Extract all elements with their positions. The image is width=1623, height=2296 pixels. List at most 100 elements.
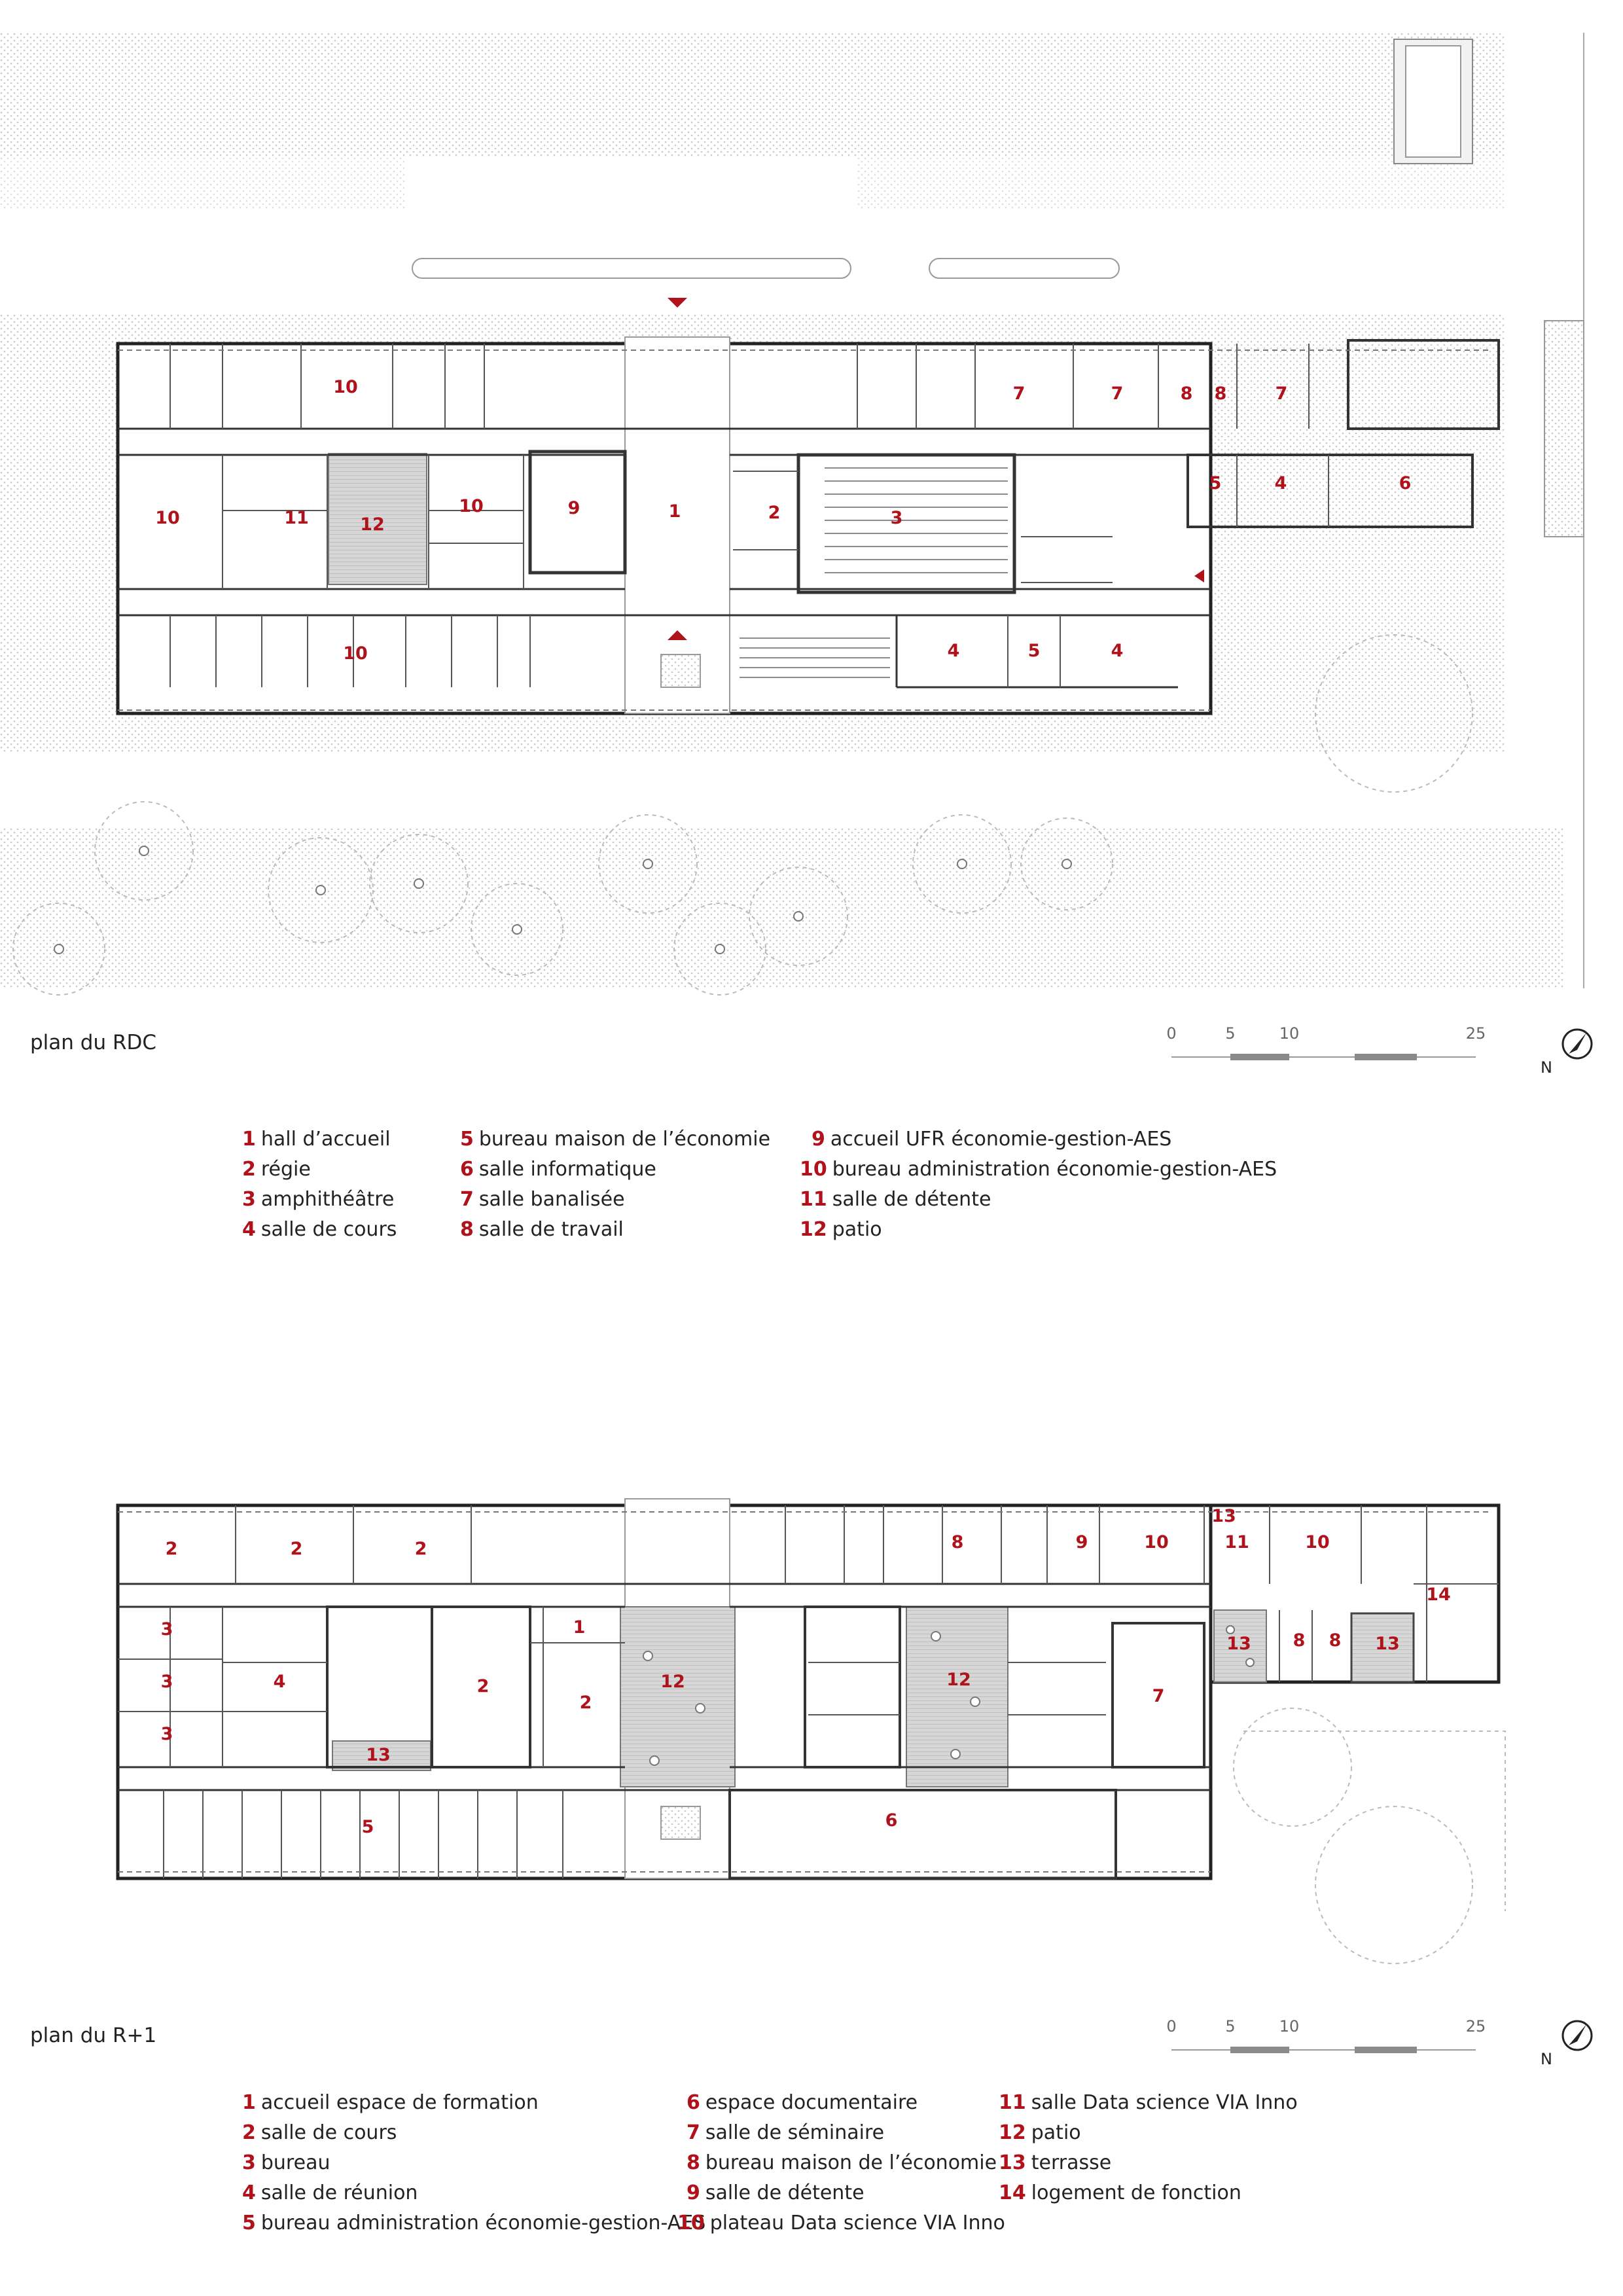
room-label: 8: [1215, 384, 1227, 404]
scale-tick: 0: [1166, 1024, 1177, 1043]
scale-tick: 10: [1279, 1024, 1300, 1043]
room-label: 2: [166, 1539, 178, 1559]
room-label: 3: [161, 1724, 173, 1744]
room-label: 10: [1144, 1532, 1169, 1552]
room-label: 2: [580, 1693, 592, 1713]
room-label: 5: [362, 1817, 374, 1837]
room-label: 10: [459, 496, 484, 516]
room-label: 12: [946, 1670, 971, 1690]
room-label: 7: [1111, 384, 1124, 404]
r1-building: [116, 1498, 1501, 1880]
room-label: 11: [284, 508, 309, 528]
r1-room-labels: 2 2 2 8 9 10 13 11 10 3 3 3 4 2 1 2 12 1…: [161, 1506, 1451, 1837]
room-label: 3: [161, 1619, 173, 1640]
room-label: 6: [1399, 473, 1412, 493]
rdc-scale-bar: [1171, 1054, 1476, 1060]
room-label: 9: [1076, 1532, 1088, 1552]
room-label: 10: [1305, 1532, 1330, 1552]
scale-tick: 5: [1225, 2017, 1236, 2036]
room-label: 10: [155, 508, 180, 528]
room-label: 2: [768, 503, 781, 523]
room-label: 10: [343, 643, 368, 664]
room-label: 10: [333, 377, 358, 397]
scale-tick: 10: [1279, 2017, 1300, 2036]
room-label: 6: [885, 1810, 898, 1831]
room-label: 8: [1181, 384, 1193, 404]
room-label: 4: [948, 641, 960, 661]
r1-north-arrow: [1561, 2020, 1593, 2051]
rdc-room-labels: 10 7 7 8 8 7 10 11 12 10 9 1 2 3 5 4 6 1…: [155, 377, 1411, 664]
room-label: 8: [952, 1532, 964, 1552]
room-label: 8: [1329, 1630, 1342, 1651]
north-letter: N: [1541, 1058, 1552, 1077]
rdc-building: [116, 298, 1500, 715]
plan-title-rdc: plan du RDC: [30, 1031, 157, 1054]
room-label: 13: [366, 1745, 391, 1765]
north-letter: N: [1541, 2050, 1552, 2068]
room-label: 4: [1275, 473, 1287, 493]
scale-tick: 25: [1465, 2017, 1486, 2036]
room-label: 5: [1028, 641, 1041, 661]
room-label: 12: [360, 514, 385, 535]
room-label: 9: [568, 498, 580, 518]
scale-tick: 0: [1166, 2017, 1177, 2036]
room-label: 2: [415, 1539, 427, 1559]
room-label: 13: [1211, 1506, 1236, 1526]
scale-tick: 5: [1225, 1024, 1236, 1043]
room-label: 7: [1275, 384, 1288, 404]
room-label: 11: [1224, 1532, 1249, 1552]
room-label: 12: [660, 1672, 685, 1692]
room-label: 13: [1226, 1634, 1251, 1654]
room-label: 3: [891, 508, 903, 528]
room-label: 4: [274, 1672, 286, 1692]
room-label: 1: [669, 501, 681, 522]
room-label: 7: [1152, 1686, 1165, 1706]
room-label: 1: [573, 1617, 586, 1638]
r1-site-context: [1233, 1708, 1506, 1964]
room-label: 14: [1426, 1585, 1451, 1605]
room-label: 2: [291, 1539, 303, 1559]
plan-title-r1: plan du R+1: [30, 2024, 157, 2047]
room-label: 7: [1013, 384, 1026, 404]
room-label: 8: [1293, 1630, 1306, 1651]
r1-scale-bar: [1171, 2047, 1476, 2053]
scale-tick: 25: [1465, 1024, 1486, 1043]
room-label: 3: [161, 1672, 173, 1692]
room-label: 4: [1111, 641, 1124, 661]
room-label: 2: [477, 1676, 490, 1696]
rdc-north-arrow: [1561, 1028, 1593, 1060]
room-label: 13: [1375, 1634, 1400, 1654]
